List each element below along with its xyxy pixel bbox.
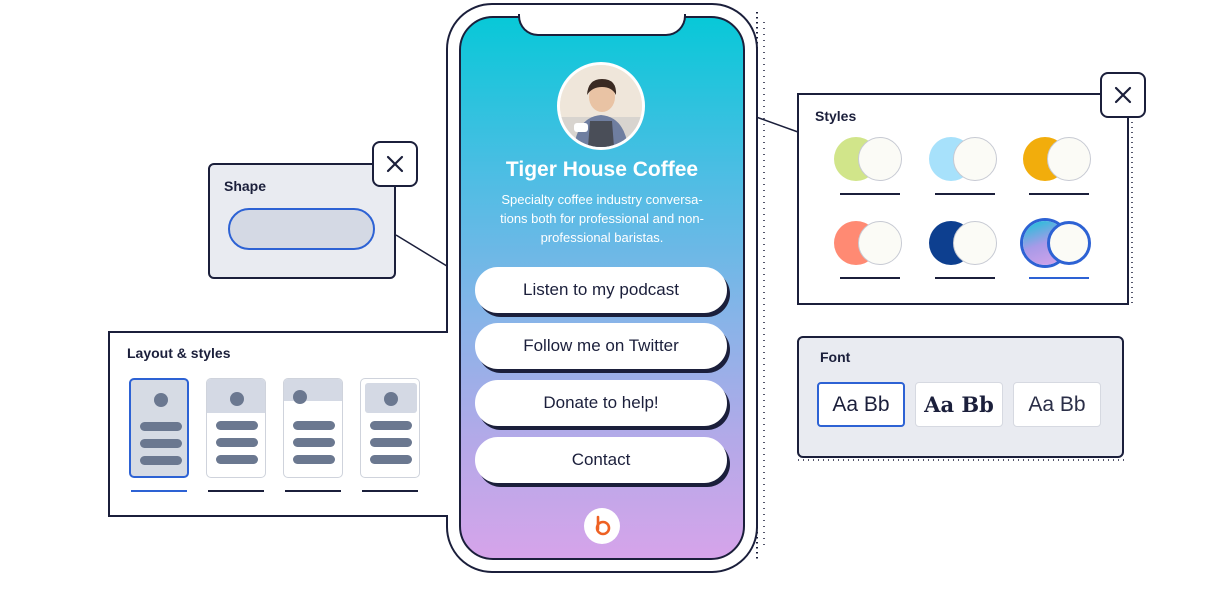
close-icon bbox=[386, 155, 404, 173]
layout-option-1[interactable] bbox=[129, 378, 189, 478]
link-button-podcast[interactable]: Listen to my podcast bbox=[475, 267, 727, 313]
profile-bio: Specialty coffee industry conversa-tions… bbox=[500, 192, 704, 245]
layout-panel-title: Layout & styles bbox=[127, 345, 231, 361]
link-button-contact[interactable]: Contact bbox=[475, 437, 727, 483]
shape-option-pill[interactable] bbox=[228, 208, 375, 250]
font-option-light[interactable]: Aa Bb bbox=[1013, 382, 1101, 427]
styles-close-button[interactable] bbox=[1100, 72, 1146, 118]
layout-option-4[interactable] bbox=[360, 378, 420, 478]
shape-panel-title: Shape bbox=[224, 178, 267, 194]
layout-option-3-underline bbox=[285, 490, 341, 492]
styles-panel-title: Styles bbox=[815, 108, 857, 124]
close-icon bbox=[1114, 86, 1132, 104]
font-option-slab-bold[interactable]: Aa Bb bbox=[915, 382, 1003, 427]
font-option-regular[interactable]: Aa Bb bbox=[817, 382, 905, 427]
styles-panel bbox=[797, 93, 1129, 305]
layout-option-2[interactable] bbox=[206, 378, 266, 478]
link-button-twitter[interactable]: Follow me on Twitter bbox=[475, 323, 727, 369]
link-button-donate[interactable]: Donate to help! bbox=[475, 380, 727, 426]
layout-option-2-underline bbox=[208, 490, 264, 492]
bitly-logo-icon[interactable] bbox=[584, 508, 620, 544]
phone-notch bbox=[518, 14, 686, 36]
layout-option-1-underline bbox=[131, 490, 187, 492]
style-swatch-lime[interactable] bbox=[834, 137, 906, 197]
style-swatch-navy[interactable] bbox=[929, 221, 1001, 281]
shape-close-button[interactable] bbox=[372, 141, 418, 187]
style-swatch-coral[interactable] bbox=[834, 221, 906, 281]
style-swatch-gradient[interactable] bbox=[1023, 221, 1095, 281]
style-swatch-amber[interactable] bbox=[1023, 137, 1095, 197]
profile-name: Tiger House Coffee bbox=[505, 158, 699, 181]
layout-option-4-underline bbox=[362, 490, 418, 492]
font-panel-title: Font bbox=[820, 349, 851, 365]
style-swatch-sky[interactable] bbox=[929, 137, 1001, 197]
avatar bbox=[557, 62, 645, 150]
layout-option-3[interactable] bbox=[283, 378, 343, 478]
